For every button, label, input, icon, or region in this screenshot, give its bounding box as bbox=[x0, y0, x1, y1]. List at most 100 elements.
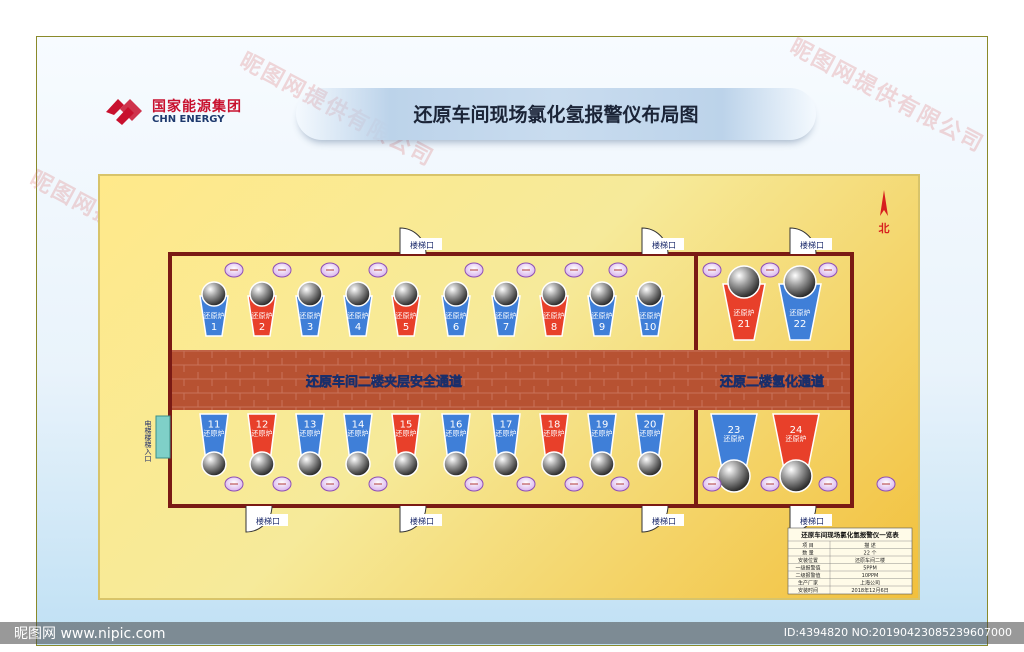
furnace-dome bbox=[783, 265, 817, 299]
furnace-dome bbox=[443, 281, 469, 307]
building-outer-wall bbox=[168, 252, 854, 508]
north-label: 北 bbox=[879, 221, 890, 235]
legend-cell: 描 述 bbox=[864, 542, 876, 549]
furnace-dome bbox=[727, 265, 761, 299]
furnace-number: 20 bbox=[644, 420, 657, 431]
legend-cell: 项 目 bbox=[802, 543, 814, 549]
stair-label-bg bbox=[644, 514, 684, 526]
furnace-type-label: 还原炉 bbox=[786, 434, 807, 443]
corridor-side-label: 还原二楼氢化通道 bbox=[719, 374, 824, 390]
legend-cell: 二级报警值 bbox=[795, 572, 820, 579]
stair-label-bg bbox=[792, 238, 832, 250]
furnace-type-label: 还原炉 bbox=[446, 311, 467, 320]
stair-label: 楼梯口 bbox=[410, 516, 434, 526]
furnace-number: 3 bbox=[307, 322, 313, 333]
corridor-floor bbox=[172, 350, 852, 410]
furnace-type-label: 还原炉 bbox=[252, 429, 273, 438]
furnace-dome bbox=[297, 281, 323, 307]
legend-cell: 上海公司 bbox=[860, 580, 880, 587]
legend-cell: 还原车间二楼 bbox=[855, 557, 885, 564]
floor-plan-panel: 还原车间二楼夹层安全通道还原二楼氢化通道电梯楼梯入口楼梯口楼梯口楼梯口楼梯口楼梯… bbox=[98, 174, 920, 600]
stair-label: 楼梯口 bbox=[410, 240, 434, 250]
furnace-dome bbox=[717, 459, 751, 493]
furnace-number: 2 bbox=[259, 322, 265, 333]
stair-label: 楼梯口 bbox=[800, 240, 824, 250]
furnace-number: 21 bbox=[738, 319, 751, 330]
furnace-dome bbox=[249, 281, 275, 307]
watermark-site-label: 昵图网 www.nipic.com bbox=[14, 626, 166, 642]
stair-label-bg bbox=[402, 514, 442, 526]
furnace-dome bbox=[443, 451, 469, 477]
furnace-number: 12 bbox=[256, 420, 269, 431]
furnace-dome bbox=[201, 281, 227, 307]
furnace-number: 11 bbox=[208, 420, 221, 431]
furnace-dome bbox=[201, 451, 227, 477]
logo-text-cn: 国家能源集团 bbox=[152, 99, 242, 115]
furnace-number: 6 bbox=[453, 322, 459, 333]
furnace-number: 5 bbox=[403, 322, 409, 333]
furnace-type-label: 还原炉 bbox=[204, 429, 225, 438]
furnace-dome bbox=[541, 451, 567, 477]
furnace-type-label: 还原炉 bbox=[396, 311, 417, 320]
logo-text-en: CHN ENERGY bbox=[152, 114, 225, 125]
legend-cell: 数 量 bbox=[802, 550, 814, 557]
furnace-type-label: 还原炉 bbox=[544, 311, 565, 320]
furnace-number: 23 bbox=[728, 425, 741, 436]
furnace-type-label: 还原炉 bbox=[396, 429, 417, 438]
furnace-type-label: 还原炉 bbox=[496, 311, 517, 320]
furnace-type-label: 还原炉 bbox=[640, 311, 661, 320]
legend-cell: 生产厂家 bbox=[798, 580, 818, 587]
furnace-dome bbox=[589, 281, 615, 307]
furnace-number: 10 bbox=[644, 322, 657, 333]
furnace-dome bbox=[637, 451, 663, 477]
furnace-dome bbox=[589, 451, 615, 477]
side-entrance-label: 电梯楼梯入口 bbox=[144, 419, 152, 462]
furnace-number: 13 bbox=[304, 420, 317, 431]
furnace-number: 18 bbox=[548, 420, 561, 431]
furnace-dome bbox=[393, 281, 419, 307]
furnace-number: 19 bbox=[596, 420, 609, 431]
furnace-type-label: 还原炉 bbox=[348, 429, 369, 438]
furnace-dome bbox=[345, 451, 371, 477]
watermark-bar: 昵图网 www.nipic.com ID:4394820 NO:20190423… bbox=[0, 622, 1024, 644]
furnace-type-label: 还原炉 bbox=[734, 308, 755, 317]
stair-label-bg bbox=[644, 238, 684, 250]
furnace-type-label: 还原炉 bbox=[204, 311, 225, 320]
company-logo: 国家能源集团 CHN ENERGY bbox=[104, 93, 254, 133]
furnace-number: 8 bbox=[551, 322, 557, 333]
legend-cell: 安装位置 bbox=[798, 557, 818, 564]
furnace-type-label: 还原炉 bbox=[348, 311, 369, 320]
stair-label-bg bbox=[792, 514, 832, 526]
stair-label: 楼梯口 bbox=[652, 240, 676, 250]
north-arrow-icon bbox=[880, 190, 888, 216]
furnace-type-label: 还原炉 bbox=[300, 429, 321, 438]
stair-label-bg bbox=[402, 238, 442, 250]
legend-cell: 5PPM bbox=[863, 566, 877, 572]
legend-cell: 22 个 bbox=[864, 551, 877, 557]
furnace-dome bbox=[249, 451, 275, 477]
legend-title: 还原车间现场氯化氢报警仪一览表 bbox=[800, 530, 899, 539]
furnace-type-label: 还原炉 bbox=[544, 429, 565, 438]
furnace-number: 1 bbox=[211, 322, 217, 333]
furnace-dome bbox=[637, 281, 663, 307]
furnace-dome bbox=[541, 281, 567, 307]
furnace-type-label: 还原炉 bbox=[640, 429, 661, 438]
furnace-number: 14 bbox=[352, 420, 365, 431]
legend-cell: 2018年12月6日 bbox=[851, 587, 888, 594]
furnace-number: 15 bbox=[400, 420, 413, 431]
furnace-number: 4 bbox=[355, 322, 361, 333]
corridor-main-label: 还原车间二楼夹层安全通道 bbox=[305, 374, 462, 390]
company-logo-mark bbox=[106, 99, 142, 125]
furnace-dome bbox=[779, 459, 813, 493]
legend-table bbox=[787, 527, 913, 595]
furnace-number: 17 bbox=[500, 420, 513, 431]
furnace-number: 24 bbox=[790, 425, 803, 436]
furnace-type-label: 还原炉 bbox=[724, 434, 745, 443]
furnace-number: 16 bbox=[450, 420, 463, 431]
stair-label: 楼梯口 bbox=[800, 516, 824, 526]
stair-label: 楼梯口 bbox=[652, 516, 676, 526]
floor-plan: 还原车间二楼夹层安全通道还原二楼氢化通道电梯楼梯入口楼梯口楼梯口楼梯口楼梯口楼梯… bbox=[144, 190, 913, 595]
furnace-number: 7 bbox=[503, 322, 509, 333]
watermark-id: ID:4394820 NO:20190423085239607000 bbox=[783, 626, 1012, 639]
legend-cell: 10PPM bbox=[862, 573, 879, 579]
